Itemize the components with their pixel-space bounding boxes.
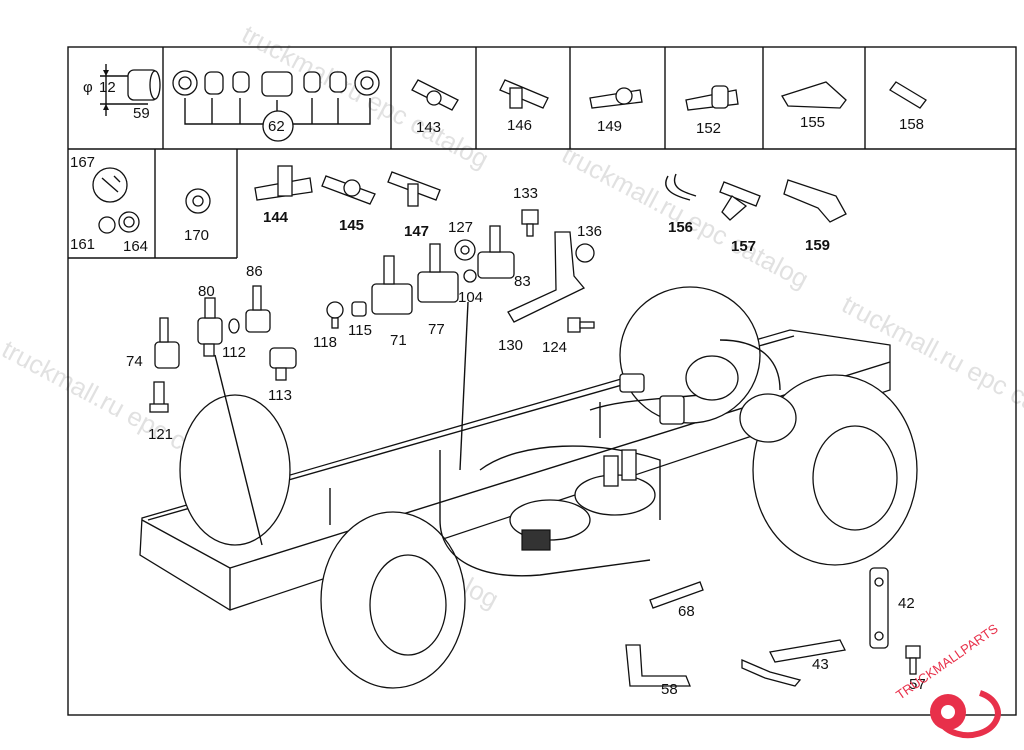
label-83: 83 (514, 273, 531, 290)
label-104: 104 (458, 289, 483, 306)
label-71: 71 (390, 332, 407, 349)
part-77-valve (417, 243, 459, 303)
part-112-ring (228, 318, 240, 334)
fitting-157 (719, 181, 761, 221)
part-80-valve (197, 297, 223, 357)
fitting-145 (321, 175, 376, 205)
label-43: 43 (812, 656, 829, 673)
part-62-fitting-set (172, 70, 380, 142)
logo-text: TRUCKMALLPARTS (893, 621, 1001, 703)
label-167: 167 (70, 154, 95, 171)
part-71-valve (371, 255, 413, 315)
label-157: 157 (731, 238, 756, 255)
part-118-bolt (326, 301, 344, 329)
part-167-wrench (92, 167, 140, 234)
label-144: 144 (263, 209, 289, 226)
label-118: 118 (313, 334, 337, 351)
part-133-bolt (521, 209, 539, 237)
label-80: 80 (198, 283, 215, 300)
part-59-tube (100, 64, 161, 116)
part-127-nut (454, 239, 476, 261)
label-158: 158 (899, 116, 924, 133)
parts-grid-top (68, 47, 1016, 259)
label-62: 62 (268, 118, 285, 135)
label-121: 121 (148, 426, 173, 443)
label-130: 130 (498, 337, 523, 354)
label-127: 127 (448, 219, 473, 236)
fitting-155 (781, 81, 847, 109)
label-161: 161 (70, 236, 95, 253)
fitting-143 (411, 79, 459, 111)
part-115-plug (351, 301, 367, 317)
fitting-149 (589, 87, 643, 109)
part-68-tube (649, 581, 704, 609)
label-86: 86 (246, 263, 263, 280)
fitting-147 (387, 171, 441, 207)
air-brake-system (214, 301, 797, 577)
fitting-144 (254, 165, 313, 201)
label-124: 124 (542, 339, 567, 356)
part-136-nut (575, 243, 595, 263)
rear-wheel-left (619, 286, 761, 424)
label-147: 147 (404, 223, 429, 240)
label-149: 149 (597, 118, 622, 135)
fitting-156 (665, 173, 697, 201)
label-58: 58 (661, 681, 678, 698)
label-152: 152 (696, 120, 721, 137)
part-170-nut (185, 188, 211, 214)
truckmallparts-logo: TRUCKMALLPARTS (893, 621, 1001, 739)
label-phi: φ (83, 79, 93, 96)
part-104-washer (463, 269, 477, 283)
part-83-valve (477, 225, 515, 279)
label-136: 136 (577, 223, 602, 240)
label-159: 159 (805, 237, 830, 254)
label-12: 12 (99, 79, 116, 96)
fitting-158 (889, 81, 927, 109)
fitting-152 (685, 85, 739, 111)
label-42: 42 (898, 595, 915, 612)
label-68: 68 (678, 603, 695, 620)
fitting-159 (783, 179, 847, 223)
part-130-bracket (507, 231, 586, 323)
part-121-bolt (149, 381, 169, 413)
label-146: 146 (507, 117, 532, 134)
part-43-bracket (741, 639, 846, 687)
label-164: 164 (123, 238, 148, 255)
label-59: 59 (133, 105, 150, 122)
part-74-valve (154, 317, 180, 369)
label-156: 156 (668, 219, 693, 236)
front-wheel (320, 511, 466, 689)
watermark-text: truckmall.ru epc catalog (557, 139, 814, 294)
fitting-146 (499, 79, 549, 109)
label-74: 74 (126, 353, 143, 370)
front-wheel-rear (179, 394, 291, 546)
part-42-bracket (869, 567, 889, 649)
part-113-elbow (269, 347, 297, 381)
part-58-bracket (625, 644, 691, 687)
label-155: 155 (800, 114, 825, 131)
label-170: 170 (184, 227, 209, 244)
part-57-bolt (905, 645, 921, 675)
label-133: 133 (513, 185, 538, 202)
label-77: 77 (428, 321, 445, 338)
label-57: 57 (909, 676, 926, 693)
part-124-bolt (567, 317, 595, 333)
label-113: 113 (268, 387, 292, 404)
label-143: 143 (416, 119, 441, 136)
label-112: 112 (222, 344, 246, 361)
part-86-valve (245, 285, 271, 333)
diagram-frame (67, 46, 1017, 716)
label-145: 145 (339, 217, 364, 234)
label-115: 115 (348, 322, 372, 339)
